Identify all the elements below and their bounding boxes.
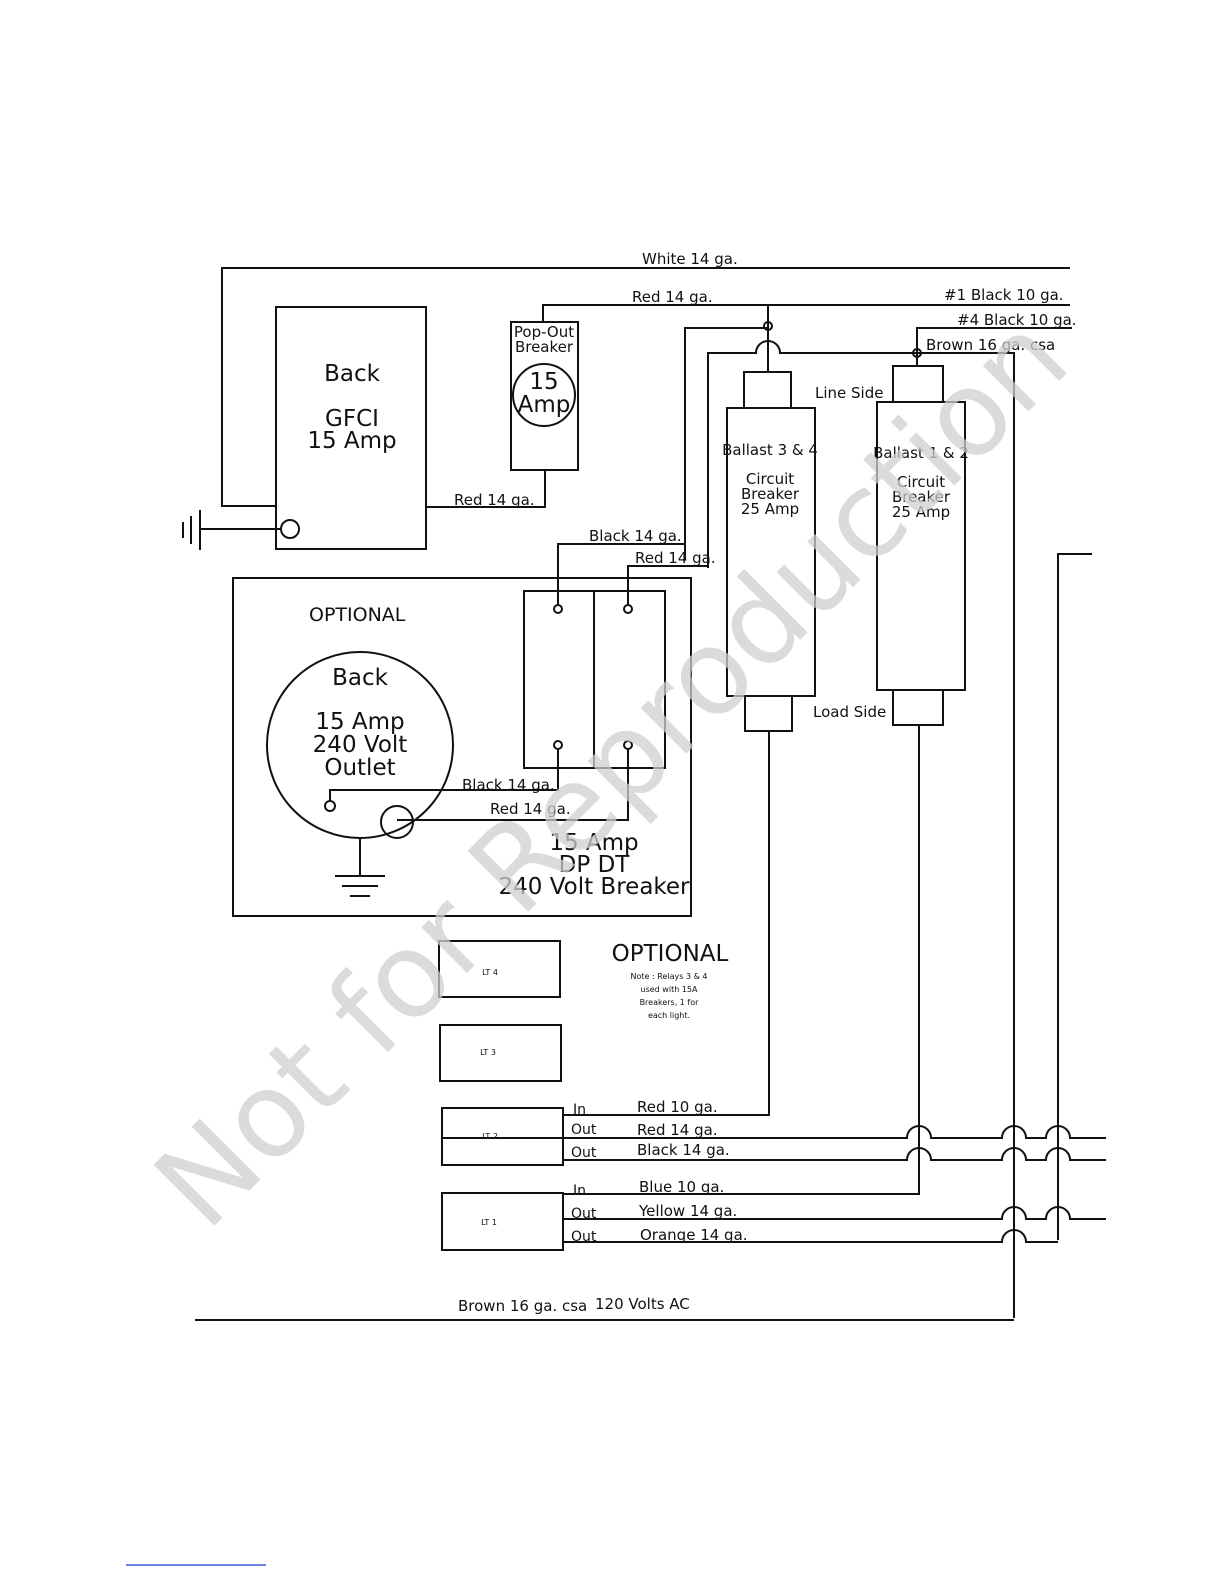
outlet-terminal-2 — [380, 805, 414, 839]
red-gfci-wire — [426, 470, 546, 508]
relay-lt1-label: LT 1 — [481, 1218, 497, 1227]
ballast12-l2: Breaker — [892, 488, 951, 506]
note-line-4: each light. — [648, 1011, 690, 1020]
lt1-in: In — [573, 1183, 586, 1199]
lt2-out2-wire — [563, 1147, 1106, 1161]
gfci-box — [275, 306, 427, 550]
popout-amp-num: 15 — [529, 369, 558, 395]
line-side-label: Line Side — [815, 384, 883, 402]
note-line-1: Note : Relays 3 & 4 — [631, 972, 708, 981]
gfci-terminal — [280, 519, 300, 539]
outlet-l3: 240 Volt — [313, 732, 408, 758]
optional-panel — [232, 577, 692, 917]
popout-amp-unit: Amp — [518, 392, 571, 418]
lt2-in: In — [573, 1102, 586, 1118]
relay-lt2 — [441, 1107, 564, 1166]
blue-10-wire — [563, 725, 920, 1195]
ballast12-title: Ballast 1 & 2 — [873, 444, 969, 462]
black-outlet-wire — [329, 749, 559, 801]
watermark: Not for Reproduction — [128, 288, 1093, 1253]
outlet-l4: Outlet — [324, 755, 395, 781]
black-dpdt-wire — [557, 543, 685, 605]
outlet-terminal-1 — [324, 800, 336, 812]
brown-top-label: Brown 16 ga. csa — [926, 336, 1055, 354]
lt1-out1-wire — [563, 1206, 1106, 1220]
brown-bottom-label: Brown 16 ga. csa — [458, 1297, 587, 1315]
volts-label: 120 Volts AC — [595, 1295, 690, 1313]
relay-lt2-label: LT 2 — [482, 1132, 498, 1141]
dpdt-l3: 240 Volt Breaker — [498, 874, 690, 900]
red-wire-top-label: Red 14 ga. — [632, 288, 713, 306]
ballast12-l3: 25 Amp — [892, 503, 950, 521]
black-dpdt-upper-wire — [684, 327, 768, 560]
red-gfci-label: Red 14 ga. — [454, 491, 535, 509]
lt2-w-in: Red 10 ga. — [637, 1098, 718, 1116]
junction-dot — [763, 321, 773, 331]
ballast12-load-stub — [892, 689, 944, 726]
white-wire — [221, 267, 1070, 507]
lt1-out2-wire — [563, 1229, 1058, 1243]
gfci-back: Back — [324, 361, 381, 387]
brown-wire-top — [707, 340, 1015, 1318]
ballast34-l3: 25 Amp — [741, 500, 799, 518]
gfci-title: GFCI — [325, 406, 379, 432]
dpdt-l1: 15 Amp — [549, 830, 638, 856]
lt2-out1-wire — [563, 1125, 1106, 1139]
gfci-amp: 15 Amp — [307, 428, 396, 454]
dpdt-term-a — [553, 604, 563, 614]
optional-panel-title: OPTIONAL — [309, 604, 406, 626]
relay-lt4-label: LT 4 — [482, 968, 498, 977]
lt2-w-out1: Red 14 ga. — [637, 1121, 718, 1139]
black-dpdt-label: Black 14 ga. — [589, 527, 682, 545]
dpdt-l2: DP DT — [559, 852, 631, 878]
popout-line1: Pop-Out — [514, 323, 574, 341]
optional-note-title: OPTIONAL — [612, 941, 729, 967]
ballast34-l1: Circuit — [746, 470, 794, 488]
black4-label: #4 Black 10 ga. — [957, 311, 1077, 329]
outlet-l1: Back — [332, 665, 389, 691]
outlet-l2: 15 Amp — [315, 709, 404, 735]
red-10-wire — [562, 731, 770, 1116]
popout-breaker-box — [510, 321, 579, 471]
ballast34-l2: Breaker — [741, 485, 800, 503]
ground-symbol — [182, 510, 201, 550]
relay-lt3-label: LT 3 — [480, 1048, 496, 1057]
lt2-w-out2: Black 14 ga. — [637, 1141, 730, 1159]
junction-dot-2 — [912, 348, 922, 358]
ballast12-l1: Circuit — [897, 473, 945, 491]
relay-lt3 — [439, 1024, 562, 1082]
load-side-label: Load Side — [813, 703, 886, 721]
lt1-w-out1: Yellow 14 ga. — [638, 1202, 737, 1220]
red-dpdt-wire — [627, 565, 708, 605]
note-line-2: used with 15A — [641, 985, 698, 994]
lt2-out1: Out — [571, 1122, 597, 1138]
black-outlet-label: Black 14 ga. — [462, 776, 555, 794]
relay-lt1 — [441, 1192, 564, 1251]
white-wire-label: White 14 ga. — [642, 250, 738, 268]
outlet-ground — [335, 838, 385, 897]
popout-line2: Breaker — [515, 338, 574, 356]
lt1-w-in: Blue 10 ga. — [639, 1178, 724, 1196]
lt2-out2: Out — [571, 1145, 597, 1161]
ballast34-title: Ballast 3 & 4 — [722, 441, 818, 459]
red-wire-top — [542, 304, 1070, 322]
ballast34-line-stub — [743, 371, 792, 409]
lt1-w-out2: Orange 14 ga. — [640, 1226, 748, 1244]
red-dpdt-label: Red 14 ga. — [635, 549, 716, 567]
dpdt-term-b — [623, 604, 633, 614]
red-outlet-wire — [397, 749, 629, 821]
note-line-3: Breakers, 1 for — [640, 998, 700, 1007]
red-outlet-label: Red 14 ga. — [490, 800, 571, 818]
right-wire — [1057, 553, 1092, 1240]
popout-amp-circle — [512, 363, 576, 427]
relay-lt4 — [438, 940, 561, 998]
black1-label: #1 Black 10 ga. — [944, 286, 1064, 304]
